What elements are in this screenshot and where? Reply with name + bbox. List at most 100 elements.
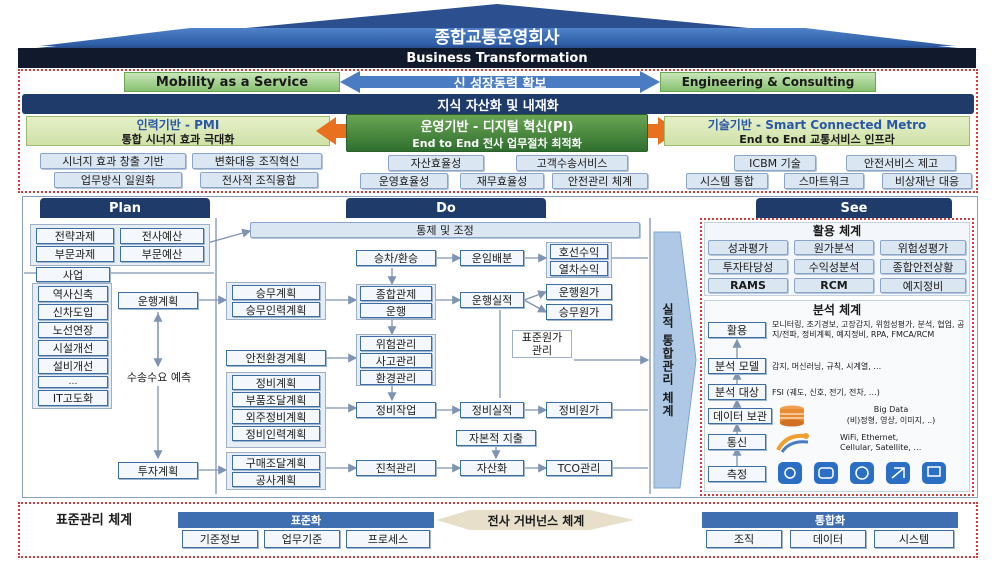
pillar-left-item: 업무방식 일원화 — [54, 172, 182, 188]
use-item: 성과평가 — [708, 240, 788, 255]
pillar-right-title: 기술기반 - Smart Connected Metro — [707, 118, 927, 132]
use-item: 위험성평가 — [880, 240, 966, 255]
pillar-right-item: 비상재난 대응 — [882, 173, 972, 189]
pillar-center-item: 운영효율성 — [360, 173, 448, 189]
engineering-box: Engineering & Consulting — [660, 72, 876, 92]
pillar-right-item: 스마트워크 — [784, 173, 864, 189]
pillar-center-item: 고객수송서비스 — [516, 155, 628, 171]
growth-center: 신 성장동력 확보 — [453, 76, 547, 92]
use-item: 종합안전상황 — [880, 259, 966, 274]
capitalize: 자산화 — [460, 460, 524, 476]
analysis-title: 분석 체계 — [812, 302, 862, 317]
pillar-right-item: 시스템 통합 — [686, 173, 768, 189]
business-item: … — [38, 376, 108, 388]
business-item: 신차도입 — [38, 304, 108, 320]
knowledge-bar: 지식 자산화 및 내재화 — [22, 94, 974, 114]
pillar-left-item: 전사적 조직융합 — [200, 172, 318, 188]
investment-plan: 투자계획 — [118, 462, 198, 479]
use-item: 원가분석 — [794, 240, 874, 255]
database-icon — [776, 405, 812, 429]
maint-work: 정비작업 — [356, 402, 436, 418]
layer-desc: 모니터링, 조기경보, 고장감지, 위험성평가, 분석, 협업, 공지/전파, … — [772, 320, 965, 339]
layer-label: 데이터 보관 — [708, 408, 772, 424]
maas-box: Mobility as a Service — [124, 72, 340, 92]
business-item: 역사신축 — [38, 286, 108, 302]
use-item: RCM — [794, 278, 874, 293]
capex: 자본적 지출 — [456, 430, 536, 446]
operation-plan: 운행계획 — [118, 292, 198, 309]
risk-item: 사고관리 — [360, 353, 432, 368]
maint-item: 정비계획 — [232, 375, 320, 390]
governance-label: 전사 거버넌스 체계 — [487, 513, 585, 528]
bottom-frame — [18, 502, 978, 558]
fare-distribution: 운임배분 — [460, 250, 524, 266]
pillar-right-subtitle: End to End 교통서비스 인프라 — [739, 133, 895, 146]
maint-performance: 정비실적 — [460, 402, 524, 418]
safety-env-plan: 안전환경계획 — [226, 350, 326, 366]
plan-item: 전사예산 — [120, 228, 204, 244]
plan-item: 부문예산 — [120, 246, 204, 262]
layer-label: 통신 — [708, 434, 766, 450]
crew-item: 승무인력계획 — [232, 302, 320, 317]
maint-item: 부품조달계획 — [232, 392, 320, 407]
business-item: 시설개선 — [38, 340, 108, 356]
standard-mgmt-title: 표준관리 체계 — [55, 512, 133, 528]
standard-cost: 표준원가 관리 — [512, 330, 572, 358]
pillar-right-item: 안전서비스 제고 — [846, 155, 956, 171]
use-item: 투자타당성 — [708, 259, 788, 274]
standard-item: 프로세스 — [346, 530, 430, 548]
network-icon — [776, 432, 812, 454]
pillar-center: 운영기반 - 디지털 혁신(PI) End to End 전사 업무절차 최적화 — [346, 114, 648, 152]
integration-item: 데이터 — [790, 530, 866, 548]
business-item: 노선연장 — [38, 322, 108, 338]
use-item: RAMS — [708, 278, 788, 293]
pillar-right: 기술기반 - Smart Connected Metro End to End … — [664, 116, 970, 146]
risk-item: 위험관리 — [360, 336, 432, 351]
tco-mgmt: TCO관리 — [546, 460, 612, 476]
layer-label: 분석 모델 — [708, 358, 766, 374]
procurement-item: 구매조달계획 — [232, 455, 320, 470]
top-frame — [18, 69, 978, 193]
revenue-item: 열차수익 — [550, 261, 608, 276]
layer-desc: WiFi, Ethernet, Cellular, Satellite, … — [840, 433, 922, 452]
run-cost: 운행원가 — [546, 284, 612, 300]
pillar-center-subtitle: End to End 전사 업무절차 최적화 — [412, 137, 582, 150]
business-item: IT고도화 — [38, 390, 108, 406]
business-box: 사업 — [36, 267, 110, 282]
maint-cost: 정비원가 — [546, 402, 612, 418]
standard-item: 업무기준 — [264, 530, 340, 548]
integration-header: 통합화 — [702, 512, 958, 528]
pillar-center-item: 재무효율성 — [460, 173, 544, 189]
maint-item: 외주정비계획 — [232, 409, 320, 424]
use-item: 예지정비 — [880, 278, 966, 293]
pillar-left: 인력기반 - PMI 통합 시너지 효과 극대화 — [26, 116, 330, 146]
risk-item: 환경관리 — [360, 370, 432, 385]
demand-forecast: 수송수요 예측 — [114, 368, 204, 385]
plan-header: Plan — [40, 198, 210, 218]
layer-label: 분석 대상 — [708, 384, 766, 400]
maint-item: 정비인력계획 — [232, 426, 320, 441]
pillar-right-item: ICBM 기술 — [734, 155, 816, 171]
progress-mgmt: 진척관리 — [356, 460, 436, 476]
layer-label: 활용 — [708, 322, 766, 338]
see-frame — [700, 218, 974, 496]
layer-label: 측정 — [708, 466, 766, 482]
do-header: Do — [346, 198, 546, 218]
pillar-left-item: 시너지 효과 창출 기반 — [40, 153, 186, 169]
see-header: See — [756, 198, 952, 218]
run-performance: 운행실적 — [460, 292, 524, 308]
pillar-left-subtitle: 통합 시너지 효과 극대화 — [121, 133, 235, 146]
standardization-header: 표준화 — [178, 512, 434, 528]
crew-item: 승무계획 — [232, 285, 320, 300]
control-item: 종합관제 — [360, 286, 432, 301]
layer-desc: FSI (궤도, 신호, 전기, 전차, …) — [772, 388, 880, 397]
roof-title: 종합교통운영회사 — [434, 27, 560, 48]
integration-item: 조직 — [706, 530, 782, 548]
pillar-center-item: 자산효율성 — [388, 155, 484, 171]
revenue-item: 호선수익 — [550, 244, 608, 259]
plan-item: 전략과제 — [36, 228, 114, 244]
pds-frame — [22, 196, 978, 498]
